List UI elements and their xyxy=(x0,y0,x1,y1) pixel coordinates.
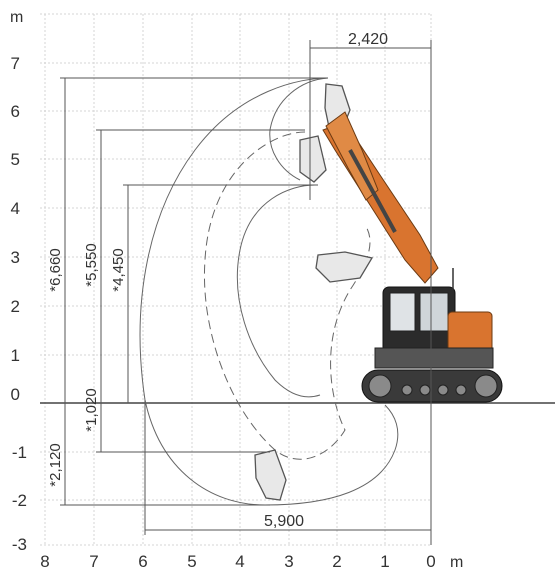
dimension-lines xyxy=(60,40,432,545)
outer-envelope xyxy=(139,77,399,506)
x-axis: 8 7 6 5 4 3 2 1 0 m xyxy=(40,552,463,571)
y-tick: -3 xyxy=(12,535,27,554)
x-axis-unit: m xyxy=(450,554,463,571)
dim-2420: 2,420 xyxy=(348,31,388,48)
upper-body xyxy=(374,347,494,369)
y-tick: 0 xyxy=(11,385,20,404)
x-tick: 2 xyxy=(332,552,341,571)
dim-1020: *1,020 xyxy=(83,388,100,431)
dimension-labels: 2,420 5,900 *6,660 *5,550 *4,450 *1,020 … xyxy=(47,31,388,530)
dim-5900: 5,900 xyxy=(264,513,304,530)
excavator xyxy=(322,111,503,403)
bucket-bottom xyxy=(254,449,287,501)
dim-5550: *5,550 xyxy=(83,243,100,286)
x-tick: 4 xyxy=(235,552,244,571)
y-tick: -2 xyxy=(12,491,27,510)
y-tick: 6 xyxy=(11,102,20,121)
bucket-upper-mid xyxy=(299,135,327,183)
x-tick: 3 xyxy=(284,552,293,571)
y-axis: m 7 6 5 4 3 2 1 0 -1 -2 -3 xyxy=(10,9,27,554)
inner-envelope xyxy=(236,184,321,398)
x-tick: 1 xyxy=(380,552,389,571)
x-tick: 8 xyxy=(40,552,49,571)
y-axis-unit: m xyxy=(10,9,23,26)
cab-window xyxy=(389,292,416,332)
x-tick: 7 xyxy=(89,552,98,571)
undercarriage xyxy=(361,369,503,403)
y-tick: -1 xyxy=(12,443,27,462)
x-tick: 6 xyxy=(138,552,147,571)
dim-2120: *2,120 xyxy=(47,443,64,486)
working-range-envelopes xyxy=(139,77,399,506)
y-tick: 4 xyxy=(11,199,20,218)
y-tick: 3 xyxy=(11,248,20,267)
dim-6660: *6,660 xyxy=(47,248,64,291)
y-tick: 5 xyxy=(11,150,20,169)
y-tick: 2 xyxy=(11,297,20,316)
middle-envelope xyxy=(203,131,371,460)
bucket-mid xyxy=(315,251,374,283)
x-tick: 0 xyxy=(426,552,435,571)
x-tick: 5 xyxy=(187,552,196,571)
cab-window-side xyxy=(419,292,449,332)
dim-4450: *4,450 xyxy=(110,248,127,291)
y-tick: 1 xyxy=(11,346,20,365)
cylinder xyxy=(348,149,397,233)
y-tick: 7 xyxy=(11,54,20,73)
track-rollers xyxy=(368,374,498,398)
